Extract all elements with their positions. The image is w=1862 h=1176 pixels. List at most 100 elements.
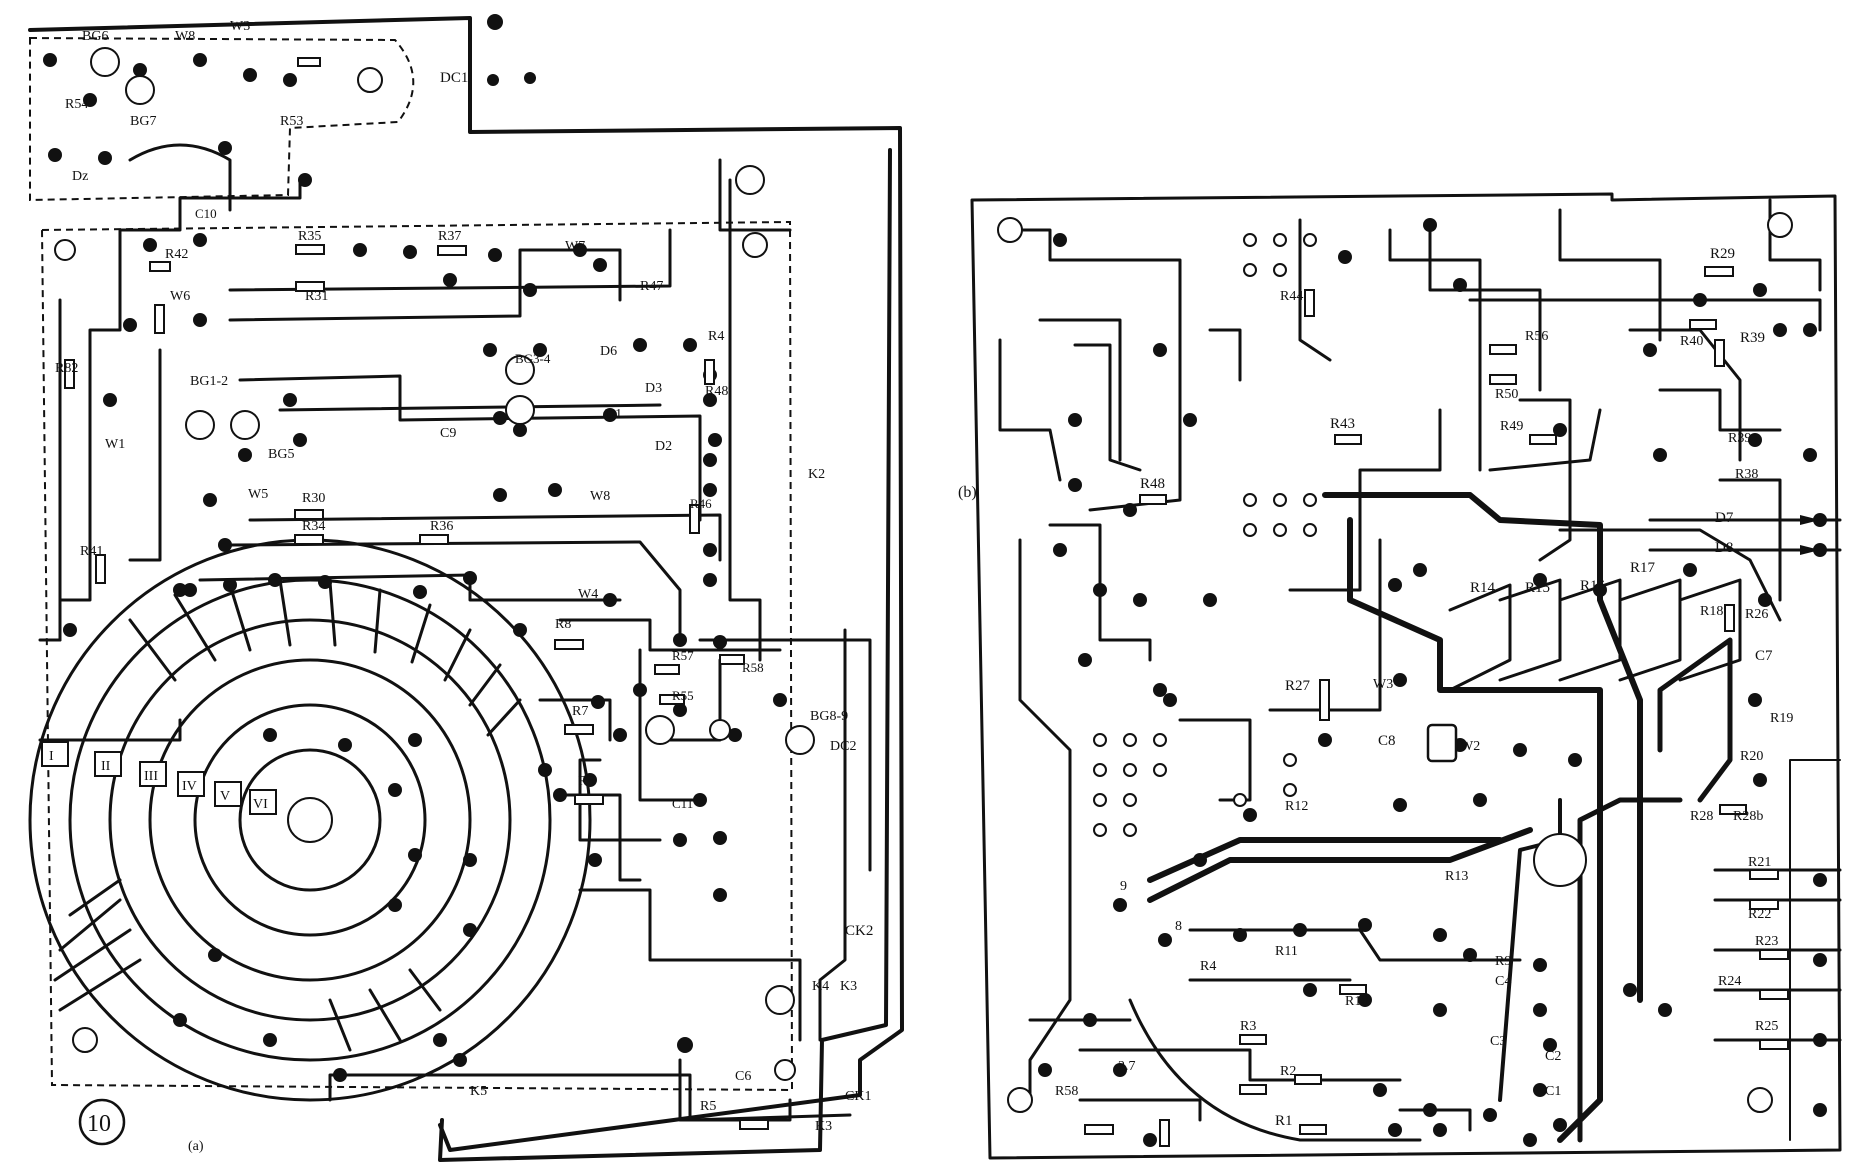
component-label: R18: [1700, 604, 1723, 619]
component-label: R35: [298, 229, 321, 244]
component-label: R30: [302, 491, 325, 506]
component-label: R48: [1140, 476, 1165, 492]
component-label: W3: [1373, 677, 1393, 692]
panel-b-board: R29 R44 R56 R39 R40 R50 R43 R49 R38 R39 …: [958, 192, 1842, 1160]
component-label: R48: [705, 384, 728, 399]
component-label: R16: [1580, 578, 1606, 594]
component-label: R46: [690, 496, 712, 511]
component-label: R12: [1285, 799, 1308, 814]
component-label: K3: [815, 1119, 832, 1134]
component-label: R82: [55, 361, 78, 376]
component-label: R55: [672, 688, 694, 703]
component-label: R50: [1495, 387, 1518, 402]
panel-a-caption: (a): [188, 1139, 204, 1154]
component-label: D7: [1715, 510, 1734, 526]
panel-b-caption: (b): [958, 484, 977, 501]
component-pads-a: [43, 14, 787, 1053]
component-label: D2: [655, 439, 672, 454]
mounting-hole: [357, 67, 383, 93]
component-label: W4: [578, 587, 598, 602]
component-label: W8: [590, 489, 610, 504]
panel-a-board: I II III IV V VI BG6 W8 W3 BG7 R54 R53 D…: [28, 14, 904, 1162]
component-label: K4: [812, 979, 829, 994]
component-pads-b: [1038, 218, 1827, 1147]
component-label: C6: [735, 1069, 751, 1084]
component-label: BG5: [268, 447, 294, 462]
component-label: R28b: [1733, 809, 1763, 824]
component-label: W6: [170, 289, 190, 304]
range-label-2: II: [101, 759, 111, 774]
component-label: C10: [195, 206, 217, 221]
resistors-b: [1084, 266, 1789, 1147]
component-label: R57: [672, 648, 694, 663]
component-label: R29: [1710, 246, 1735, 262]
component-label: C8: [1378, 733, 1396, 749]
range-label-4: IV: [182, 779, 197, 794]
figure-number-circle: [78, 1098, 126, 1146]
component-label: R27: [1285, 678, 1311, 694]
component-label: D6: [600, 344, 617, 359]
component-label: R58: [1055, 1084, 1078, 1099]
component-label: K5: [470, 1084, 487, 1099]
component-label: R39: [1740, 330, 1765, 346]
component-labels-a: BG6 W8 W3 BG7 R54 R53 DC1 Dz C10 R35 R37…: [55, 19, 873, 1134]
component-label: BG1-2: [190, 374, 228, 389]
component-labels-b: R29 R44 R56 R39 R40 R50 R43 R49 R38 R39 …: [1055, 246, 1793, 1129]
via-holes-b: [997, 212, 1793, 1113]
trimmer-w2: [1426, 723, 1458, 763]
component-label: 2.7: [1118, 1059, 1136, 1074]
component-label: BG3-4: [515, 351, 551, 366]
component-label: D8: [1715, 540, 1733, 556]
component-label: C7: [1755, 648, 1773, 664]
component-label: C4: [1495, 974, 1511, 989]
component-label: W3: [230, 19, 250, 34]
component-label: R31: [305, 289, 328, 304]
component-label: D1: [605, 407, 622, 422]
component-label: R24: [1718, 974, 1741, 989]
range-label-5: V: [220, 789, 230, 804]
component-label: C1: [1545, 1084, 1561, 1099]
range-position-boxes: I II III IV V VI: [41, 741, 277, 815]
component-label: R26: [1745, 607, 1768, 622]
component-label: W8: [175, 29, 195, 44]
transistor-bg6: [90, 47, 120, 77]
component-label: W7: [565, 239, 585, 254]
component-label: C9: [440, 426, 456, 441]
component-label: C3: [1490, 1034, 1506, 1049]
component-label: W1: [105, 437, 125, 452]
switch-pads: [173, 573, 552, 1082]
component-label: DC2: [830, 739, 856, 754]
component-label: R9: [1495, 954, 1511, 969]
resistor-array-b: [1448, 578, 1742, 692]
component-label: R39: [1728, 431, 1751, 446]
component-label: R7: [572, 704, 588, 719]
component-label: R43: [1330, 416, 1355, 432]
range-label-6: VI: [253, 797, 268, 812]
microammeter: [735, 165, 765, 195]
component-label: R40: [1680, 334, 1703, 349]
component-label: R14: [1470, 580, 1496, 596]
component-label: R2: [1280, 1064, 1296, 1079]
component-label: Dz: [72, 169, 88, 184]
component-label: R17: [1630, 560, 1656, 576]
component-label: R20: [1740, 749, 1763, 764]
component-label: R8: [555, 617, 571, 632]
component-label: R22: [1748, 907, 1771, 922]
component-label: R21: [1748, 855, 1771, 870]
component-label: R47: [640, 279, 663, 294]
component-label: CK2: [845, 923, 873, 939]
component-label: K2: [808, 467, 825, 482]
diode-d8: [1800, 545, 1820, 555]
range-label-1: I: [49, 749, 54, 764]
component-label: C2: [1545, 1049, 1561, 1064]
component-label: R42: [165, 247, 188, 262]
component-label: R25: [1755, 1019, 1778, 1034]
component-label: R13: [1445, 869, 1468, 884]
component-label: R41: [80, 544, 103, 559]
component-label: R3: [1240, 1019, 1256, 1034]
component-label: DC1: [440, 70, 468, 86]
component-label: R6: [578, 774, 594, 789]
component-label: R37: [438, 229, 461, 244]
component-label: R44: [1280, 289, 1303, 304]
